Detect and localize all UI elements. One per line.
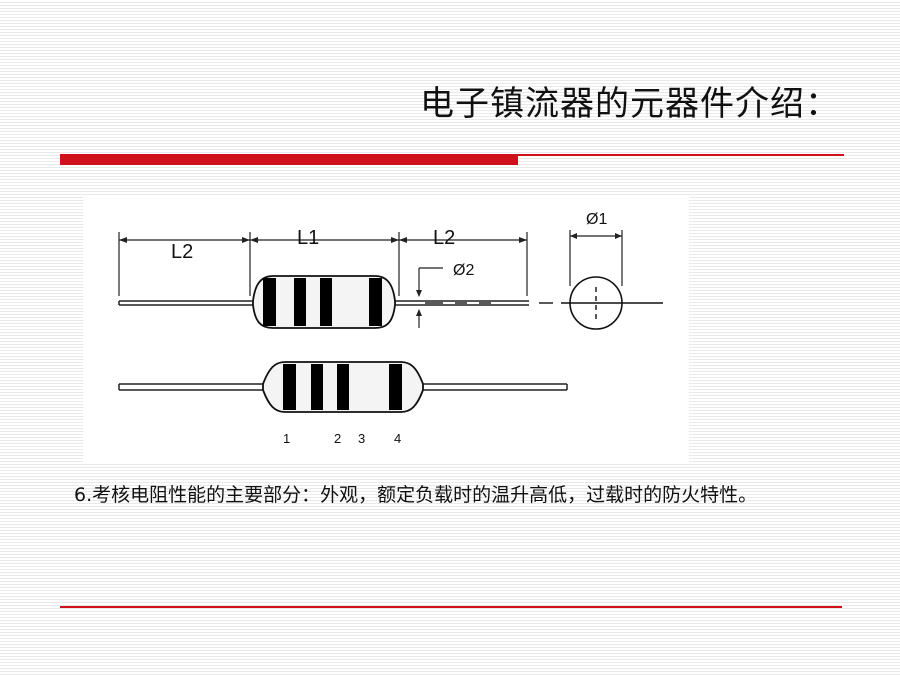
dim-label-l1: L1: [297, 227, 319, 249]
body-text: 6.考核电阻性能的主要部分：外观，额定负载时的温升高低，过载时的防火特性。: [74, 484, 758, 506]
bottom-band-1: [283, 364, 296, 410]
bottom-band-2: [311, 364, 323, 410]
dim-label-phi2: Ø2: [453, 262, 474, 279]
band-number-4: 4: [394, 431, 401, 446]
top-band-4: [369, 278, 382, 326]
dim-label-phi1: Ø1: [586, 211, 607, 228]
dim-label-l2-left: L2: [171, 241, 193, 263]
resistor-diagram: L2 L1 L2 Ø2 Ø1: [83, 196, 689, 462]
band-number-1: 1: [283, 431, 290, 446]
title-underline-thick: [60, 154, 518, 165]
slide-title: 电子镇流器的元器件介绍：: [420, 84, 840, 124]
title-underline-thin: [518, 154, 844, 156]
bottom-rule: [60, 606, 842, 608]
dim-label-l2-right: L2: [433, 227, 455, 249]
top-band-3: [320, 278, 332, 326]
band-number-3: 3: [358, 431, 365, 446]
bottom-band-3: [337, 364, 349, 410]
bottom-band-4: [389, 364, 402, 410]
top-band-2: [294, 278, 306, 326]
band-number-2: 2: [334, 431, 341, 446]
top-band-1: [263, 278, 276, 326]
